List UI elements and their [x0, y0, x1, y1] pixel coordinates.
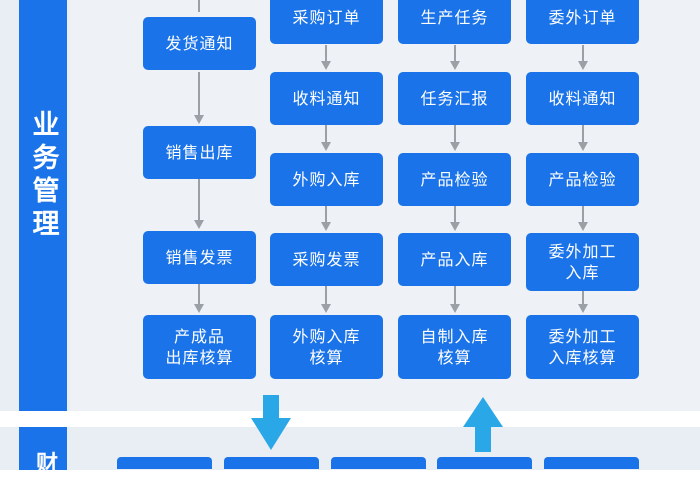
finance-node-stub	[437, 457, 532, 469]
flow-arrowhead	[578, 304, 588, 313]
flow-arrowhead	[450, 304, 460, 313]
flow-node: 委外加工 入库	[526, 233, 639, 291]
flow-arrowhead	[194, 220, 204, 229]
flow-arrowhead	[450, 61, 460, 70]
flow-arrowhead	[321, 61, 331, 70]
flow-node: 产品入库	[398, 233, 511, 286]
flow-node: 产成品 出库核算	[143, 315, 256, 379]
finance-node-stub	[331, 457, 426, 469]
flow-node: 自制入库 核算	[398, 315, 511, 379]
finance-node-stub	[117, 457, 212, 469]
flow-node: 采购发票	[270, 233, 383, 286]
flow-arrowhead	[194, 115, 204, 124]
finance-node-stub	[224, 457, 319, 469]
flow-node: 生产任务	[398, 0, 511, 44]
flow-arrowhead	[578, 61, 588, 70]
side-label-bottom: 财	[19, 427, 67, 476]
side-label: 业务管理	[19, 0, 67, 411]
flow-arrowhead	[578, 142, 588, 151]
side-label-text: 业务管理	[27, 109, 59, 242]
big-up-arrow-icon	[463, 397, 503, 452]
flow-node: 产品检验	[398, 153, 511, 206]
flow-arrowhead	[450, 222, 460, 231]
flow-arrowhead	[450, 142, 460, 151]
flow-node: 收料通知	[526, 72, 639, 125]
flow-node: 外购入库 核算	[270, 315, 383, 379]
flow-node: 收料通知	[270, 72, 383, 125]
flow-arrowhead	[321, 142, 331, 151]
flow-node: 销售出库	[143, 126, 256, 179]
flow-node: 任务汇报	[398, 72, 511, 125]
flow-node: 发货通知	[143, 17, 256, 70]
flow-arrowhead	[578, 222, 588, 231]
flow-arrowhead	[321, 304, 331, 313]
big-down-arrow-icon	[251, 395, 291, 450]
flow-node: 产品检验	[526, 153, 639, 206]
flow-node: 委外订单	[526, 0, 639, 44]
flow-arrowhead	[194, 304, 204, 313]
flow-arrowhead	[321, 222, 331, 231]
finance-node-stub	[544, 457, 639, 469]
flow-node: 销售发票	[143, 231, 256, 284]
flow-node: 委外加工 入库核算	[526, 315, 639, 379]
flow-node: 采购订单	[270, 0, 383, 44]
flow-node: 外购入库	[270, 153, 383, 206]
